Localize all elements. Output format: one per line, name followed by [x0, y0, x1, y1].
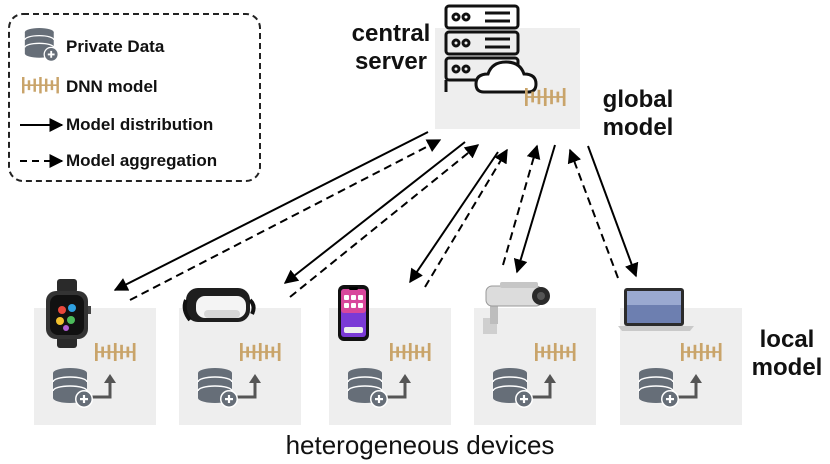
legend-model-aggregation-label: Model aggregation: [66, 151, 218, 170]
global-model-label-line2: model: [602, 114, 674, 141]
legend-database-icon: [24, 27, 60, 63]
central-server-label-line2: server: [354, 48, 428, 75]
security-camera-icon: [483, 282, 550, 334]
global-model-label-line1: global: [602, 86, 674, 113]
distribution-arrow-2: [283, 141, 466, 284]
central-server-label: central server: [336, 20, 446, 76]
arrows: [113, 131, 639, 301]
distribution-arrow-1: [113, 131, 429, 291]
local-model-label: local model: [744, 326, 830, 382]
legend-dnn-icon: [21, 76, 60, 95]
aggregation-arrow-2: [289, 144, 480, 298]
distribution-arrow-5: [587, 145, 639, 278]
aggregation-arrow-1: [129, 139, 442, 301]
aggregation-arrow-5: [567, 148, 619, 279]
legend-model-distribution-label: Model distribution: [66, 115, 214, 134]
caption-heterogeneous-devices: heterogeneous devices: [285, 430, 555, 460]
legend-box: [8, 13, 261, 182]
aggregation-arrow-3: [424, 148, 508, 288]
smartwatch-icon: [46, 279, 91, 348]
laptop-icon: [618, 288, 694, 331]
aggregation-arrow-4: [502, 144, 541, 266]
local-model-label-line1: local: [759, 326, 815, 353]
smartphone-icon: [338, 285, 369, 341]
central-server-label-line1: central: [351, 20, 431, 47]
legend-private-data-label: Private Data: [66, 37, 165, 56]
local-model-label-line2: model: [751, 354, 823, 381]
global-model-label: global model: [588, 86, 688, 142]
distribution-arrow-4: [513, 144, 556, 274]
distribution-arrow-3: [409, 151, 499, 284]
vr-headset-icon: [182, 288, 256, 322]
legend-dnn-model-label: DNN model: [66, 77, 158, 96]
cloud-icon: [474, 60, 538, 94]
device-panel-2: [179, 308, 301, 425]
